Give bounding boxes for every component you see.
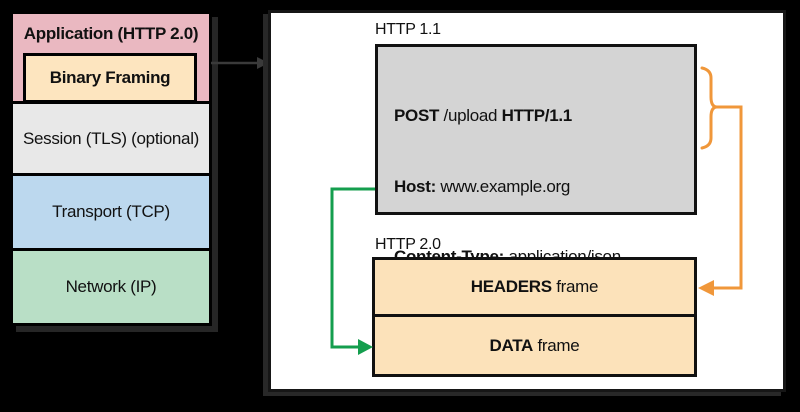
layer-binary-framing-label: Binary Framing	[49, 68, 171, 87]
headers-arrowhead-icon	[698, 280, 714, 296]
http11-request-box: POST /upload HTTP/1.1 Host: www.example.…	[375, 44, 697, 337]
framing-detail-panel: HTTP 1.1 POST /upload HTTP/1.1 Host: www…	[268, 10, 786, 392]
layer-application: Application (HTTP 2.0) Binary Framing	[10, 11, 212, 104]
layer-transport-tcp: Transport (TCP)	[10, 173, 212, 251]
layer-network-ip: Network (IP)	[10, 248, 212, 326]
layer-session-tls: Session (TLS) (optional)	[10, 101, 212, 176]
headers-arrow-line	[706, 105, 743, 290]
data-arrowhead-icon	[358, 339, 373, 355]
headers-frame-label-bold: HEADERS	[470, 277, 552, 296]
layer-session-label: Session (TLS) (optional)	[22, 128, 200, 148]
headers-frame-label-rest: frame	[551, 277, 599, 296]
data-arrow-line	[330, 187, 375, 349]
layer-binary-framing: Binary Framing	[23, 53, 197, 103]
request-blank-line	[394, 386, 688, 410]
headers-brace-icon	[700, 66, 718, 150]
layer-network-label: Network (IP)	[65, 277, 157, 296]
layer-transport-label: Transport (TCP)	[52, 202, 170, 221]
request-line-host: Host: www.example.org	[394, 176, 571, 196]
data-frame-label-bold: DATA	[489, 335, 534, 355]
headers-frame-box: HEADERS frame	[372, 257, 697, 317]
http11-section-label: HTTP 1.1	[375, 21, 441, 38]
data-frame-label-rest: frame	[533, 335, 580, 355]
protocol-stack: Application (HTTP 2.0) Binary Framing Se…	[10, 11, 212, 326]
layer-application-label: Application (HTTP 2.0)	[23, 24, 199, 43]
request-line-start: POST /upload HTTP/1.1	[394, 106, 572, 125]
http20-section-label: HTTP 2.0	[375, 236, 441, 253]
stack-to-panel-arrow-icon	[211, 57, 269, 69]
data-frame-box: DATA frame	[372, 314, 697, 377]
